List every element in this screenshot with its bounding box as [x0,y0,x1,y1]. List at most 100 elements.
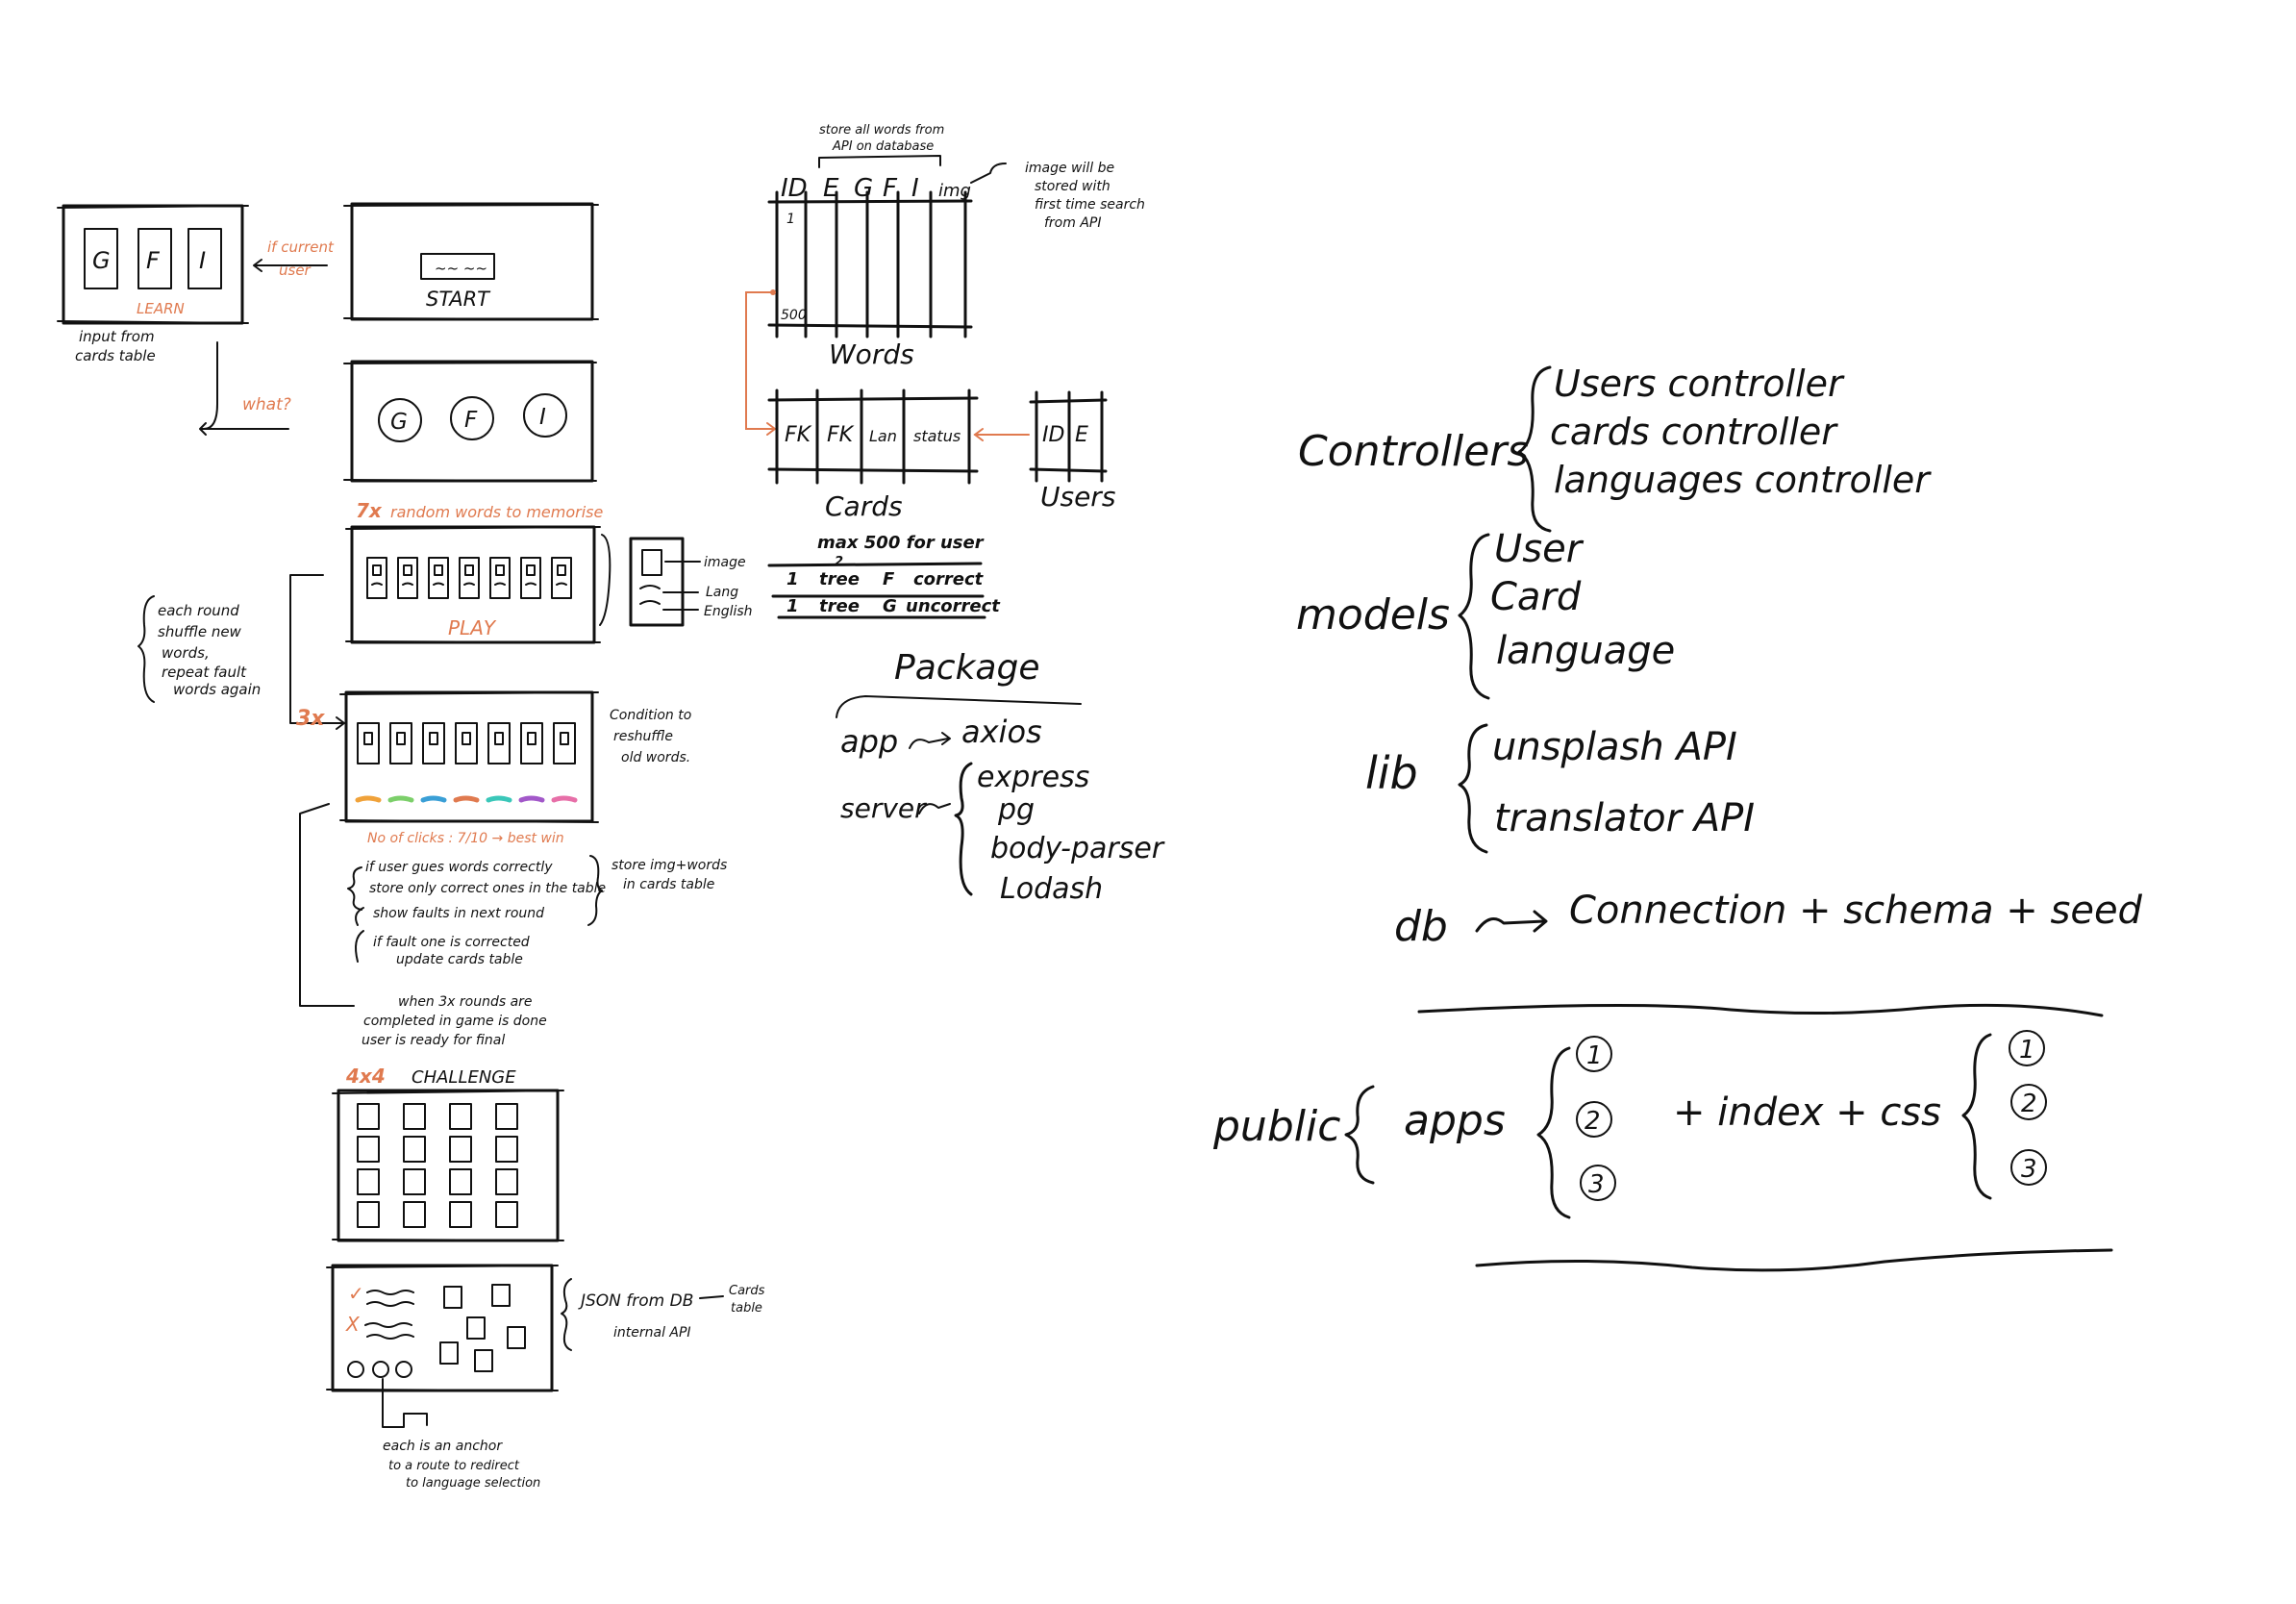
structure-controllers: Controllers Users controller cards contr… [1298,363,1932,533]
lib-item-1: unsplash API [1492,725,1737,769]
wavy-divider-top [1417,1003,2104,1017]
play-card-text [494,582,506,586]
colour-card-image [363,732,373,745]
anchor-note-3: to language selection [406,1476,540,1491]
learn-screen: G F I LEARN input from cards table [57,204,249,364]
structure-models: models User Card language [1296,527,1675,700]
challenge-tiles [357,1103,518,1228]
play-label: PLAY [448,616,497,639]
play-card-text [556,582,567,586]
condition-line-1: Condition to [610,708,691,723]
package-block: Package app axios server express pg body… [836,648,1165,906]
challenge-tile [357,1103,380,1130]
public-app-item-2: 2 [1585,1107,1601,1136]
challenge-tile [403,1168,426,1195]
models-item-2: Card [1490,575,1582,619]
colour-dash [486,795,512,803]
public-app-item-1: 1 [1586,1041,1603,1070]
lib-label: lib [1365,747,1418,799]
play-card-image [403,564,412,576]
challenge-tile [449,1201,472,1228]
internal-api-note: internal API [613,1325,691,1341]
play-cards [366,557,572,599]
colour-card [422,722,445,764]
public-css-item-1: 1 [2019,1036,2035,1065]
anchor-note-1: each is an anchor [383,1439,503,1454]
play-card-image [434,564,443,576]
done-line-3: user is ready for final [362,1033,505,1048]
wavy-divider-bottom [1475,1248,2113,1272]
public-css-item-2: 2 [2021,1090,2037,1118]
learn-card-f: F [146,247,161,274]
round-note-line: repeat fault [162,664,247,681]
words-top-note-2: API on database [832,139,934,154]
play-card-image [557,564,566,576]
users-col-id: ID [1042,423,1064,447]
public-css-item-3: 3 [2021,1155,2037,1184]
package-server-dep-4: Lodash [1000,872,1103,906]
cards-row2-text: tree [819,596,860,616]
store-note-2: in cards table [623,877,714,892]
package-app: app [840,723,898,760]
challenge-tile [449,1103,472,1130]
play-card-lang-label: Lang [706,585,738,600]
colour-dash [387,795,414,803]
round-note-line: words again [173,681,261,698]
play-card-text [525,582,537,586]
anchor-note-2: to a route to redirect [388,1459,520,1473]
challenge-tile [495,1136,518,1163]
start-arrow-note-1: if current [267,238,335,256]
rules-notes: if user gues words correctly store only … [299,803,727,1048]
controllers-item-3: languages controller [1554,459,1932,501]
colour-dash [420,795,447,803]
round-repeat-count: 3x [296,707,325,731]
challenge-title: CHALLENGE [412,1067,516,1088]
rule-4-line-2: update cards table [396,952,523,967]
start-label: START [426,288,491,311]
start-arrow-note-2: user [279,262,312,279]
rule-3: show faults in next round [373,906,544,921]
colour-card [553,722,576,764]
choose-language-screen: G F I what? [199,341,597,483]
structure-lib: lib unsplash API translator API [1365,723,1755,854]
cards-row1-id: 1 [786,569,799,589]
package-server-dep-3: body-parser [990,832,1165,865]
play-screen: 7x random words to memorise PLAY image L… [345,499,753,644]
challenge-tile [403,1201,426,1228]
colour-cards [357,722,576,764]
colour-dash [453,795,480,803]
rule-4-line-1: if fault one is corrected [373,935,530,950]
choose-arrow-note: what? [242,395,291,414]
clicks-note: No of clicks : 7/10 → best win [367,831,564,846]
words-column-header: img [938,181,971,201]
colour-card-image [494,732,504,745]
img-note-3: first time search [1035,197,1145,213]
rule-1: if user gues words correctly [365,860,553,875]
play-card [366,557,387,599]
cards-column-header: status [913,427,961,445]
play-card [551,557,572,599]
users-col-e: E [1075,423,1088,447]
learn-card-g: G [92,247,111,274]
words-column-header: I [911,174,919,203]
final-cross: X [345,1313,361,1336]
public-app-item-3: 3 [1588,1170,1605,1199]
challenge-screen: 4x4 CHALLENGE [332,1065,564,1242]
package-title: Package [894,648,1039,688]
lib-item-2: translator API [1494,796,1755,840]
cards-row1-lang: F [883,569,895,589]
play-card [459,557,480,599]
learn-label: LEARN [137,300,185,317]
package-app-dep: axios [961,714,1042,750]
colour-round-screen: Condition to reshuffle old words. No of … [339,690,691,846]
condition-line-2: reshuffle [613,729,673,744]
play-card-image [526,564,536,576]
colour-card-image [396,732,406,745]
play-header-count: 7x [356,499,383,522]
package-server-dep-1: express [977,761,1089,794]
cards-row2-status: uncorrect [906,596,1001,616]
words-column-header: G [854,174,873,203]
challenge-tile [357,1201,380,1228]
